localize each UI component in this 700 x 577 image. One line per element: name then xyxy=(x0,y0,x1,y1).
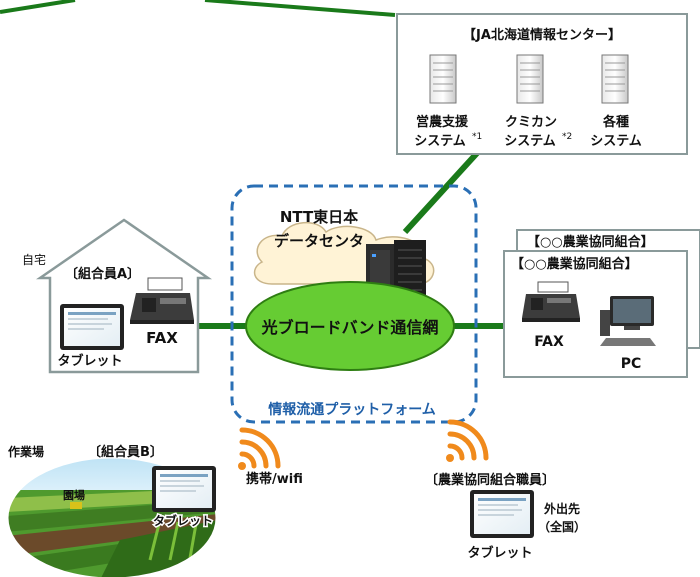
pc-icon xyxy=(600,296,656,346)
staff-label: 〔農業協同組合職員〕 xyxy=(425,472,555,488)
platform-boundary xyxy=(230,184,478,424)
connection-lines xyxy=(0,0,505,329)
home-label: 自宅 xyxy=(22,252,46,267)
ja-center-box: 【JA北海道情報センター】 営農支援 システム *1 クミカン システム *2 … xyxy=(396,13,688,155)
coop-fax-label: FAX xyxy=(534,334,564,350)
home-fax-label: FAX xyxy=(146,329,178,347)
platform-label: 情報流通プラットフォーム xyxy=(268,401,436,418)
system-1-line1: 営農支援 xyxy=(416,114,469,130)
fax-icon xyxy=(522,281,580,322)
member-a-label: 〔組合員A〕 xyxy=(65,266,140,282)
home-tablet-label: タブレット xyxy=(57,353,122,369)
tablet-icon xyxy=(470,490,534,538)
member-b-label: 〔組合員B〕 xyxy=(88,444,163,460)
system-2-line2: システム xyxy=(504,134,556,149)
tablet-icon xyxy=(152,466,216,512)
staff-location-line2: （全国） xyxy=(538,519,586,534)
server-icon xyxy=(429,54,457,104)
line-to-ja-center xyxy=(402,149,481,235)
line-top-right xyxy=(204,0,396,17)
wifi-icon xyxy=(446,419,489,462)
tablet-icon xyxy=(60,304,124,350)
system-2-line1: クミカン xyxy=(505,115,557,130)
coop-pc-label: PC xyxy=(621,356,642,372)
system-3-line1: 各種 xyxy=(602,114,629,130)
staff-location-line1: 外出先 xyxy=(544,501,580,516)
system-2-note: *2 xyxy=(562,132,572,142)
staff-tablet-label: タブレット xyxy=(467,545,532,561)
workplace-label: 作業場 xyxy=(8,444,44,459)
system-1-line2: システム xyxy=(414,134,466,149)
coop-title-front: 【○○農業協同組合】 xyxy=(511,256,638,272)
wireless-label: 携帯/wifi xyxy=(246,471,303,487)
ntt-line1: NTT東日本 xyxy=(280,208,358,226)
line-top-left xyxy=(0,0,76,14)
broadband-network xyxy=(245,281,455,371)
field-tablet-label: タブレット xyxy=(153,513,213,528)
ja-center-title: 【JA北海道情報センター】 xyxy=(463,27,621,43)
fax-icon xyxy=(130,277,194,324)
ntt-line2: データセンタ xyxy=(274,232,364,250)
system-3-line2: システム xyxy=(590,134,642,149)
server-icon xyxy=(516,54,544,104)
coop-title-back: 【○○農業協同組合】 xyxy=(527,234,654,250)
wifi-icon xyxy=(238,427,281,470)
server-icon xyxy=(601,54,629,104)
system-1-note: *1 xyxy=(472,132,482,142)
network-label: 光ブロードバンド通信網 xyxy=(261,318,439,337)
field-label: 園場 xyxy=(63,488,85,502)
